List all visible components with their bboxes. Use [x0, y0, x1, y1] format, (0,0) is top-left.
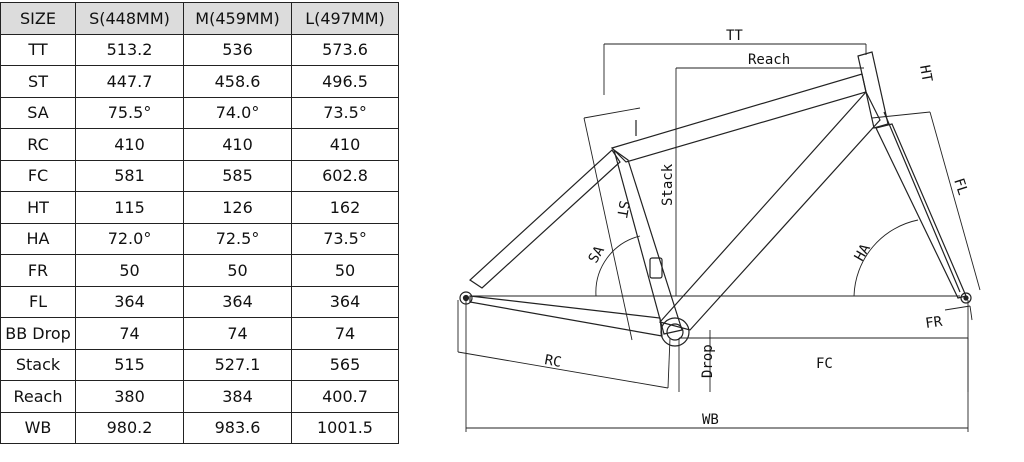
row-label: BB Drop	[0, 317, 76, 350]
label-fc: FC	[816, 356, 833, 372]
table-cell: 50	[183, 254, 292, 287]
table-cell: 74.0°	[183, 96, 292, 129]
label-ha: HA	[852, 241, 875, 264]
table-cell: 536	[183, 33, 292, 66]
row-label: RC	[0, 128, 76, 161]
header-s: S(448MM)	[75, 2, 184, 35]
label-wb: WB	[702, 412, 719, 428]
table-cell: 380	[75, 380, 184, 413]
row-label: TT	[0, 33, 76, 66]
table-cell: 72.0°	[75, 222, 184, 255]
header-size: SIZE	[0, 2, 76, 35]
table-cell: 364	[75, 285, 184, 318]
table-cell: 602.8	[291, 159, 399, 192]
header-l: L(497MM)	[291, 2, 399, 35]
label-reach: Reach	[748, 52, 790, 68]
table-cell: 980.2	[75, 411, 184, 444]
label-fr: FR	[924, 314, 943, 332]
table-cell: 74	[183, 317, 292, 350]
table-cell: 50	[291, 254, 399, 287]
row-label: FL	[0, 285, 76, 318]
table-cell: 581	[75, 159, 184, 192]
row-label: Reach	[0, 380, 76, 413]
table-cell: 458.6	[183, 65, 292, 98]
table-cell: 75.5°	[75, 96, 184, 129]
table-cell: 72.5°	[183, 222, 292, 255]
table-cell: 527.1	[183, 348, 292, 381]
table-cell: 515	[75, 348, 184, 381]
label-st: ST	[613, 199, 632, 219]
table-header-row: SIZE S(448MM) M(459MM) L(497MM)	[0, 2, 399, 35]
table-cell: 447.7	[75, 65, 184, 98]
label-sa: SA	[586, 243, 609, 266]
row-label: FR	[0, 254, 76, 287]
header-m: M(459MM)	[183, 2, 292, 35]
table-cell: 115	[75, 191, 184, 224]
table-cell: 162	[291, 191, 399, 224]
table-cell: 400.7	[291, 380, 399, 413]
table-cell: 410	[75, 128, 184, 161]
table-cell: 573.6	[291, 33, 399, 66]
frame-geometry-diagram: TT Reach HT FL Stack ST SA HA FR RC Drop…	[457, 28, 981, 432]
table-cell: 73.5°	[291, 96, 399, 129]
label-tt: TT	[726, 28, 743, 44]
row-label: HA	[0, 222, 76, 255]
table-cell: 410	[291, 128, 399, 161]
table-cell: 410	[183, 128, 292, 161]
table-cell: 74	[291, 317, 399, 350]
table-cell: 496.5	[291, 65, 399, 98]
table-cell: 983.6	[183, 411, 292, 444]
label-drop: Drop	[700, 344, 716, 378]
label-fl: FL	[950, 176, 970, 197]
row-label: FC	[0, 159, 76, 192]
table-cell: 50	[75, 254, 184, 287]
bike-frame	[459, 51, 972, 347]
table-cell: 1001.5	[291, 411, 399, 444]
label-rc: RC	[543, 352, 562, 371]
table-cell: 364	[183, 285, 292, 318]
row-label: SA	[0, 96, 76, 129]
table-cell: 364	[291, 285, 399, 318]
row-label: HT	[0, 191, 76, 224]
label-ht: HT	[916, 64, 935, 84]
table-cell: 74	[75, 317, 184, 350]
row-label: Stack	[0, 348, 76, 381]
table-cell: 513.2	[75, 33, 184, 66]
dimension-lines	[457, 43, 981, 432]
row-label: ST	[0, 65, 76, 98]
table-cell: 73.5°	[291, 222, 399, 255]
table-cell: 585	[183, 159, 292, 192]
table-cell: 126	[183, 191, 292, 224]
label-stack: Stack	[660, 163, 676, 206]
table-cell: 384	[183, 380, 292, 413]
row-label: WB	[0, 411, 76, 444]
table-cell: 565	[291, 348, 399, 381]
